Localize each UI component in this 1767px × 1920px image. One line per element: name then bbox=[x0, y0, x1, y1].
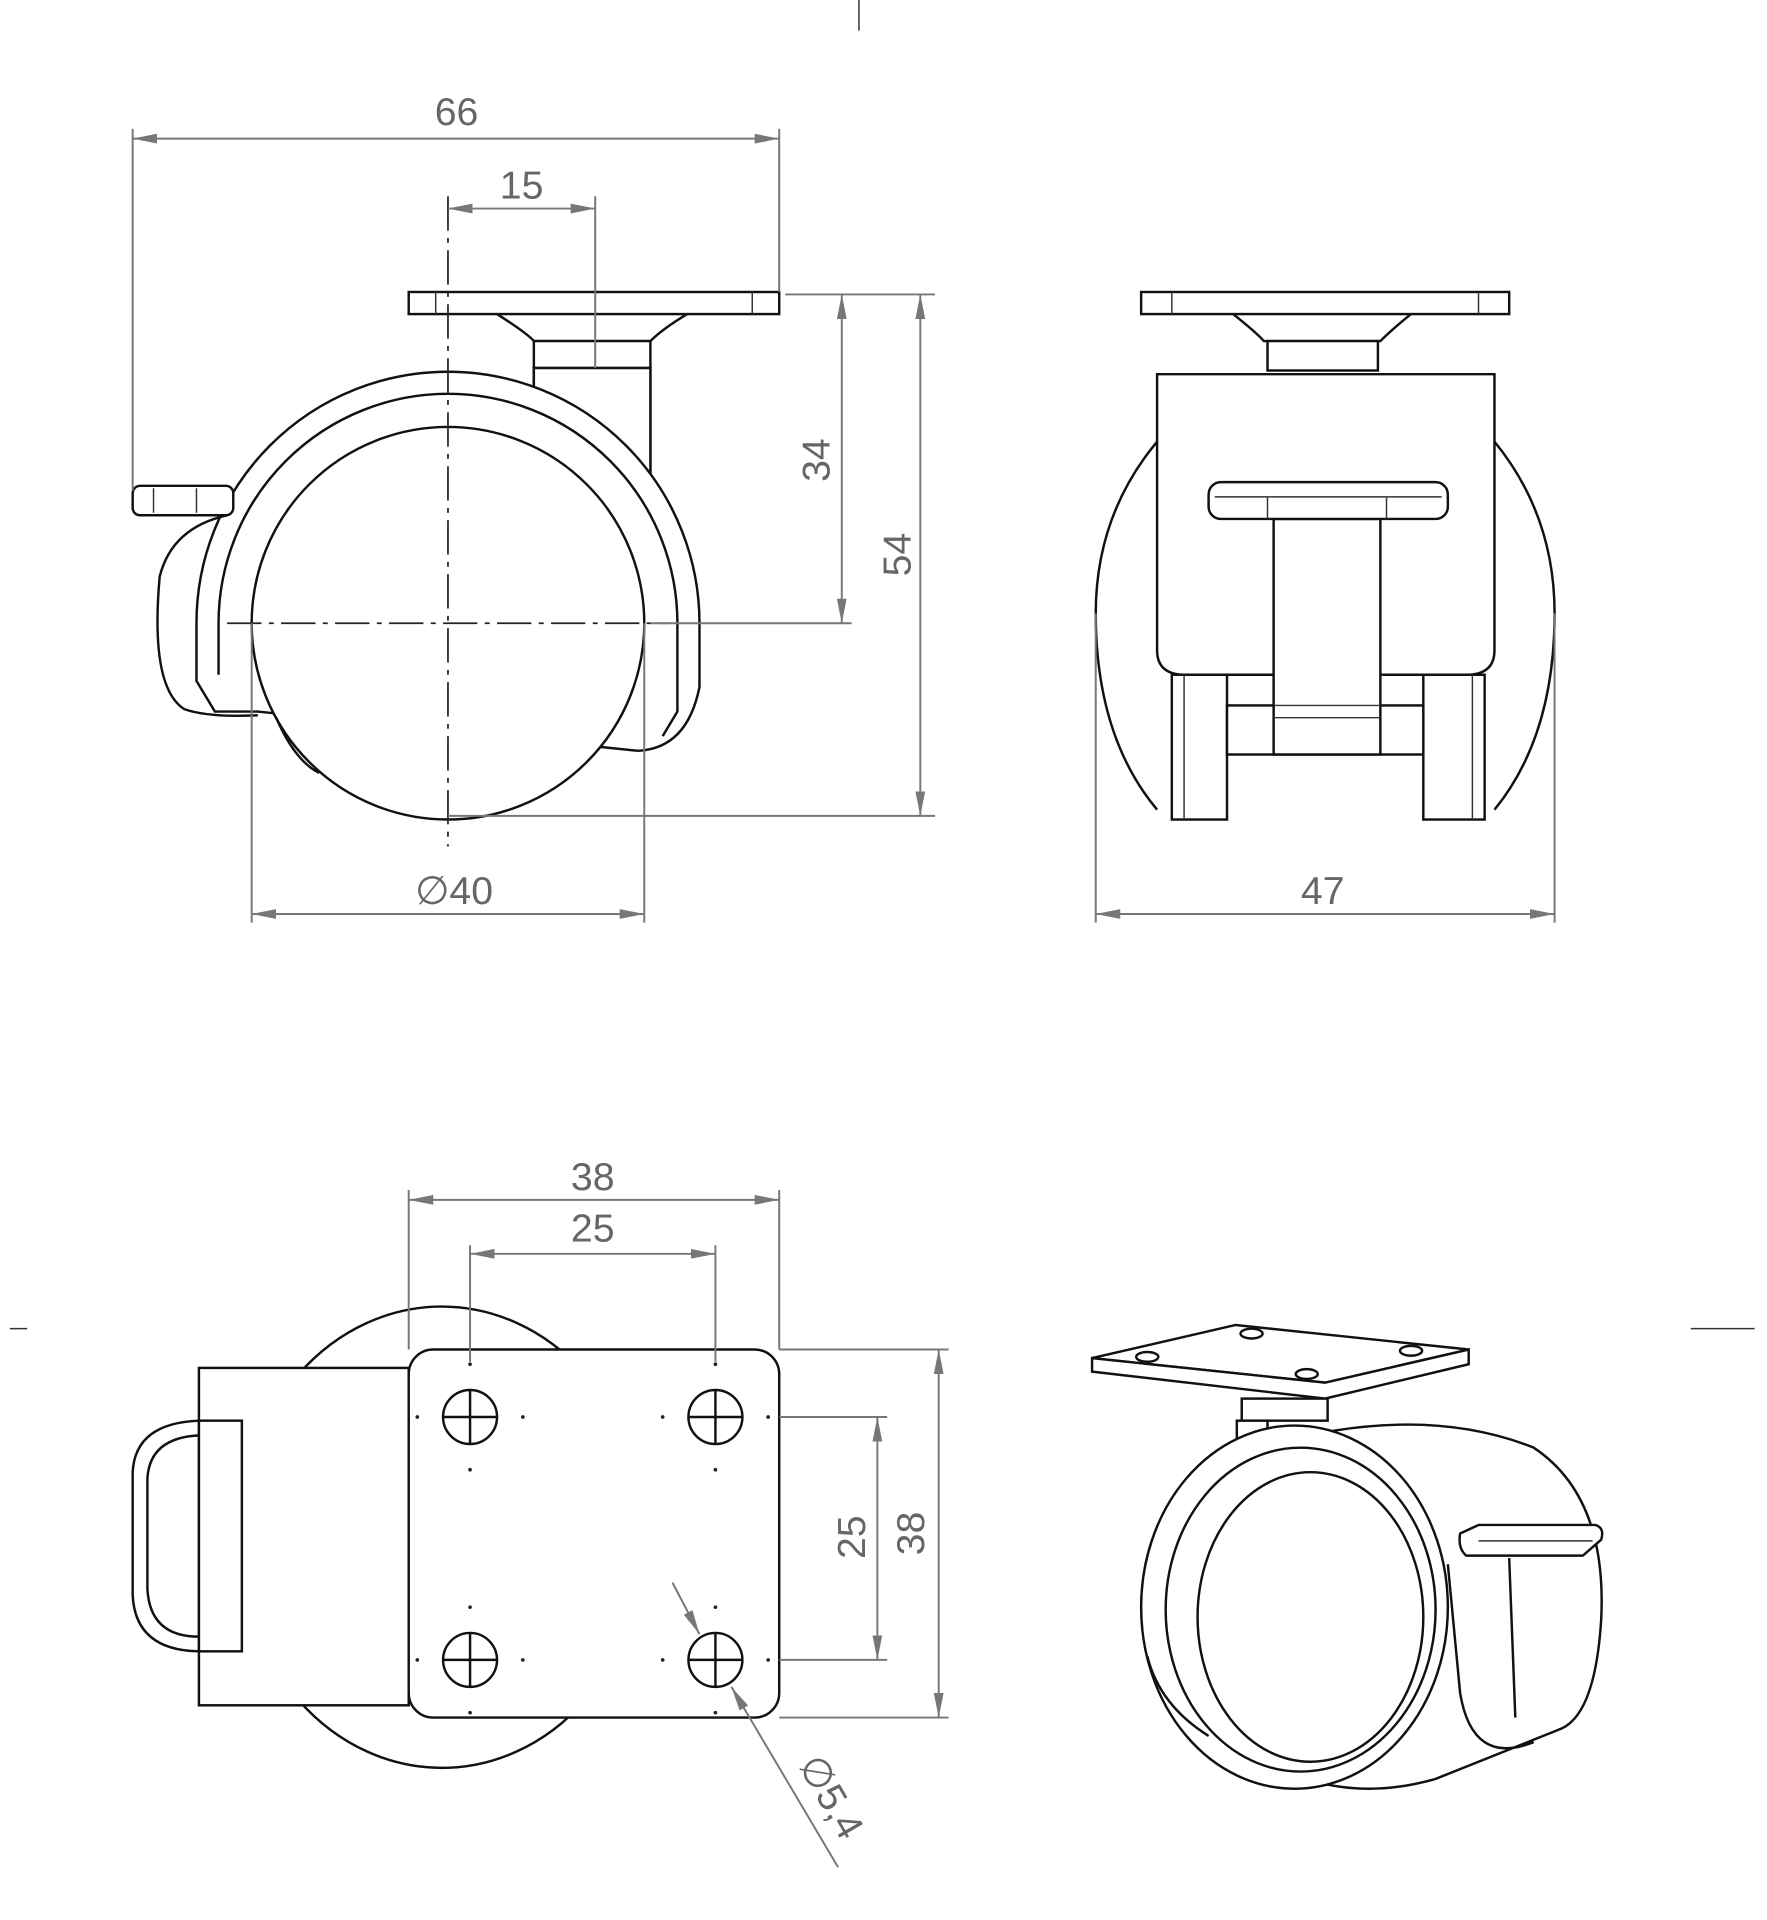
side-view bbox=[131, 196, 781, 847]
dim-plate-length: 38 bbox=[889, 1512, 933, 1556]
dim-hole-diameter: ∅5,4 bbox=[790, 1748, 872, 1847]
front-view bbox=[1094, 290, 1556, 821]
dim-plate-width: 38 bbox=[571, 1155, 615, 1199]
mounting-holes bbox=[441, 1388, 744, 1689]
brake-pedal bbox=[1207, 480, 1450, 521]
dim-wheel-diameter: ∅40 bbox=[415, 869, 493, 913]
wheel-hub bbox=[1196, 1470, 1425, 1763]
dim-offset: 15 bbox=[500, 164, 544, 208]
side-view-dimensions: 66 15 34 54 ∅40 bbox=[131, 90, 936, 923]
isometric-view bbox=[1090, 1323, 1604, 1790]
dim-axle-height: 34 bbox=[795, 438, 839, 482]
dim-front-width: 47 bbox=[1301, 869, 1345, 913]
front-view-dimensions: 47 bbox=[1094, 613, 1556, 923]
dim-hole-spacing-x: 25 bbox=[571, 1207, 615, 1251]
sheet-marks bbox=[9, 0, 1755, 1330]
dim-total-height: 54 bbox=[875, 533, 919, 577]
dim-hole-spacing-y: 25 bbox=[830, 1515, 874, 1559]
bottom-view bbox=[131, 1305, 781, 1770]
dim-overall-width: 66 bbox=[435, 90, 479, 134]
